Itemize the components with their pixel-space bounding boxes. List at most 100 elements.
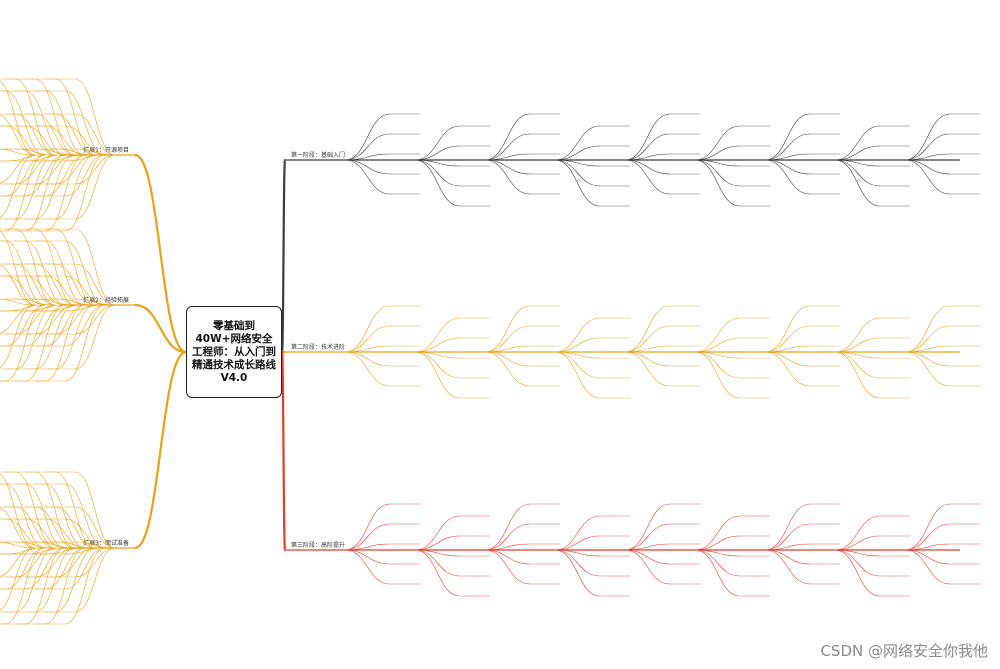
sub-branch <box>904 549 951 565</box>
sub-branch <box>484 133 531 161</box>
sub-branch <box>74 304 116 335</box>
sub-branch <box>834 549 881 577</box>
sub-branch <box>14 547 56 613</box>
sub-branch <box>904 159 951 175</box>
sub-branch <box>764 549 811 565</box>
sub-branch <box>0 304 36 368</box>
sub-branch <box>484 549 531 585</box>
sub-branch <box>4 304 46 347</box>
branch-label: 第一阶段：基础入门 <box>291 151 345 159</box>
sub-branch <box>624 351 671 387</box>
sub-branch <box>764 153 811 161</box>
sub-branch <box>904 351 951 387</box>
sub-branch <box>764 351 811 387</box>
sub-branch <box>484 523 531 551</box>
sub-branch <box>904 345 951 353</box>
sub-branch <box>44 304 86 347</box>
sub-branch <box>54 154 96 185</box>
sub-branch <box>24 483 66 549</box>
sub-branch <box>14 506 56 549</box>
sub-branch <box>344 305 391 353</box>
sub-branch <box>624 345 671 353</box>
sub-branch <box>14 547 56 578</box>
sub-branch <box>64 547 106 625</box>
sub-branch <box>34 471 76 549</box>
sub-branch <box>0 473 36 549</box>
sub-branch <box>4 90 46 156</box>
sub-branch <box>414 549 461 557</box>
sub-branch <box>414 549 461 577</box>
sub-branch <box>834 125 881 161</box>
sub-branch <box>0 80 36 156</box>
sub-branch <box>344 153 391 161</box>
sub-branch <box>554 549 601 557</box>
sub-branch <box>834 549 881 557</box>
sub-branch <box>624 549 671 565</box>
branch-label: 第二阶段：技术进阶 <box>291 343 345 351</box>
sub-branch <box>694 549 741 577</box>
sub-branch <box>694 159 741 187</box>
sub-branch <box>764 523 811 551</box>
sub-branch <box>24 90 66 156</box>
sub-branch <box>4 518 46 549</box>
branch-connector <box>280 350 287 552</box>
sub-branch <box>484 113 531 161</box>
sub-branch <box>414 317 461 353</box>
branch-label: 扩展1：开源项目 <box>83 146 129 154</box>
sub-branch <box>44 240 86 306</box>
sub-branch <box>14 263 56 306</box>
branch-label: 扩展3：面试准备 <box>83 539 129 547</box>
sub-branch <box>904 503 951 551</box>
sub-branch <box>34 263 76 306</box>
sub-branch <box>554 535 601 551</box>
sub-branch <box>484 351 531 387</box>
sub-branch <box>44 154 86 232</box>
sub-branch <box>344 503 391 551</box>
sub-branch <box>344 345 391 353</box>
sub-branch <box>14 228 56 306</box>
sub-branch <box>14 304 56 335</box>
sub-branch <box>414 515 461 551</box>
sub-branch <box>624 305 671 353</box>
sub-branch <box>624 159 671 175</box>
sub-branch <box>24 154 66 197</box>
sub-branch <box>904 305 951 353</box>
sub-branch <box>694 351 741 359</box>
sub-branch <box>0 304 36 334</box>
sub-branch <box>344 133 391 161</box>
sub-branch <box>344 543 391 551</box>
sub-branch <box>74 228 116 306</box>
sub-branch <box>764 503 811 551</box>
sub-branch <box>624 549 671 585</box>
sub-branch <box>834 145 881 161</box>
sub-branch <box>64 90 106 156</box>
sub-branch <box>74 154 116 220</box>
sub-branch <box>414 125 461 161</box>
sub-branch <box>0 114 36 156</box>
sub-branch <box>54 304 96 335</box>
sub-branch <box>4 154 46 197</box>
sub-branch <box>64 304 106 347</box>
sub-branch <box>14 113 56 156</box>
sub-branch <box>24 154 66 232</box>
sub-branch <box>0 547 36 577</box>
sub-branch <box>764 159 811 195</box>
sub-branch <box>484 345 531 353</box>
sub-branch <box>4 240 46 306</box>
sub-branch <box>484 543 531 551</box>
sub-branch <box>624 153 671 161</box>
sub-branch <box>14 471 56 549</box>
sub-branch <box>44 125 86 156</box>
sub-branch <box>904 523 951 551</box>
sub-branch <box>554 549 601 577</box>
sub-branch <box>0 298 36 306</box>
sub-branch <box>344 523 391 551</box>
sub-branch <box>74 304 116 370</box>
sub-branch <box>694 351 741 379</box>
sub-branch <box>694 125 741 161</box>
sub-branch <box>54 263 96 306</box>
sub-branch <box>904 133 951 161</box>
sub-branch <box>34 113 76 156</box>
sub-branch <box>834 159 881 167</box>
sub-branch <box>34 304 76 335</box>
